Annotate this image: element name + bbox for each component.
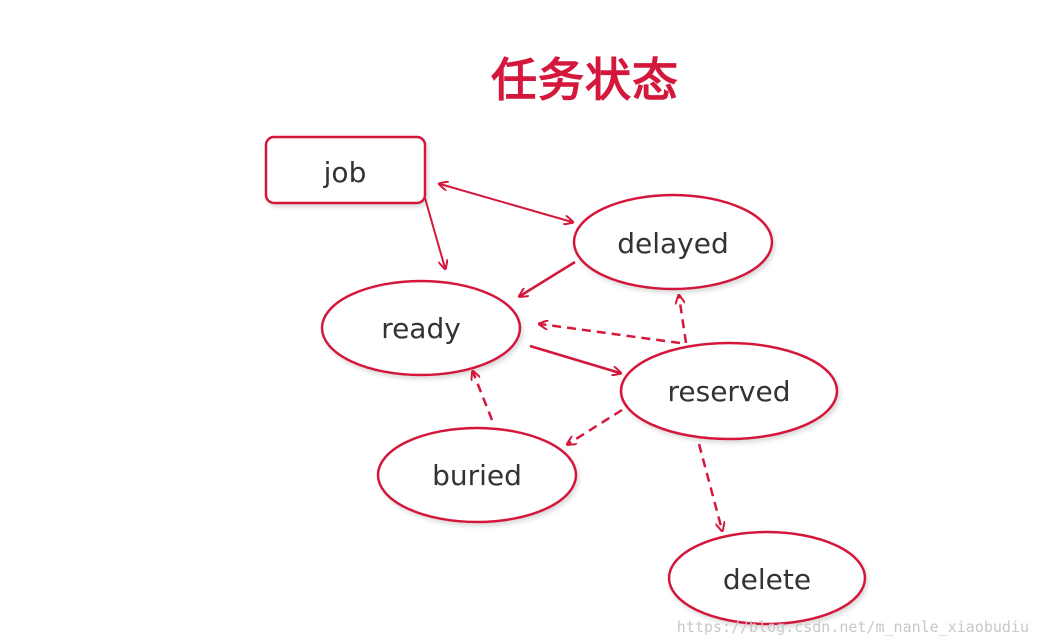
edge-job-ready — [424, 197, 445, 268]
delete-node — [667, 530, 867, 626]
job-label: job — [323, 156, 367, 189]
buried-label: buried — [432, 459, 522, 492]
delayed-label: delayed — [617, 227, 729, 260]
ready-label: ready — [381, 312, 461, 345]
job-node — [264, 135, 427, 205]
delayed-node — [572, 193, 774, 291]
edge-reserved-ready — [540, 324, 681, 345]
diagram-title: 任务状态 — [491, 53, 679, 107]
edge-reserved-buried — [568, 408, 623, 444]
edge-job-delayed — [440, 184, 572, 222]
delete-label: delete — [723, 563, 811, 596]
edge-delayed-ready — [520, 260, 576, 296]
edge-reserved-delete — [697, 443, 722, 530]
edge-buried-ready — [473, 372, 494, 421]
edge-reserved-delayed — [679, 296, 688, 344]
buried-node — [376, 426, 578, 524]
edge-ready-reserved — [529, 344, 620, 373]
reserved-label: reserved — [667, 375, 790, 408]
reserved-node — [619, 341, 839, 441]
watermark-url: https://blog.csdn.net/m_nanle_xiaobudiu — [676, 618, 1029, 636]
ready-node — [320, 279, 522, 377]
